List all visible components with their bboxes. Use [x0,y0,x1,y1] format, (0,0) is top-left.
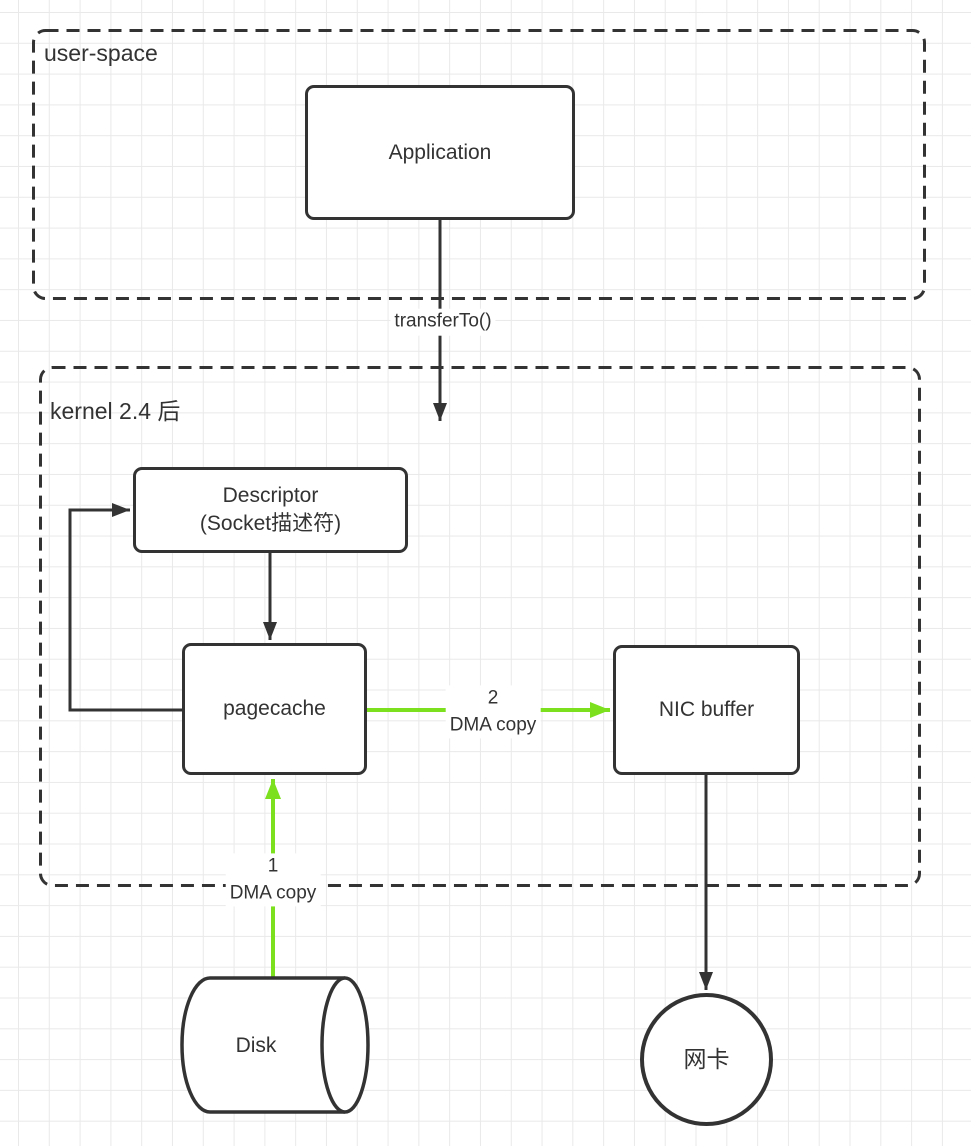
node-application[interactable]: Application [305,85,575,220]
dma-copy-2-edge-label: 2 DMA copy [445,685,541,739]
descriptor-label-line2: (Socket描述符) [199,512,342,535]
node-nic-buffer[interactable]: NIC buffer [613,645,800,775]
disk-body[interactable] [180,976,345,1114]
user-space-container[interactable] [32,29,926,300]
nic-buffer-label: NIC buffer [658,698,755,722]
node-nic[interactable]: 网卡 [640,993,773,1126]
pagecache-label: pagecache [223,697,326,721]
disk-label: Disk [235,1034,277,1057]
descriptor-label-line1: Descriptor [222,484,319,508]
disk-end-cap[interactable] [320,976,370,1114]
dma-copy-2-number: 2 [487,687,499,709]
nic-label: 网卡 [683,1046,730,1073]
transferto-edge-label: transferTo() [390,308,496,336]
user-space-label: user-space [44,40,158,66]
node-pagecache[interactable]: pagecache [182,643,367,775]
kernel-container[interactable] [39,366,921,887]
edge-pagecache-to-descriptor-loop[interactable] [68,503,182,712]
dma-copy-1-edge-label: 1 DMA copy [225,853,321,907]
disk-cylinder-shape[interactable] [180,976,370,1114]
application-label: Application [388,140,492,164]
node-descriptor[interactable]: Descriptor (Socket描述符) [133,467,408,553]
kernel-label: kernel 2.4 后 [50,398,181,424]
dma-copy-1-number: 1 [267,855,279,877]
dma-copy-1-text: DMA copy [229,882,317,903]
dma-copy-2-text: DMA copy [449,714,537,735]
